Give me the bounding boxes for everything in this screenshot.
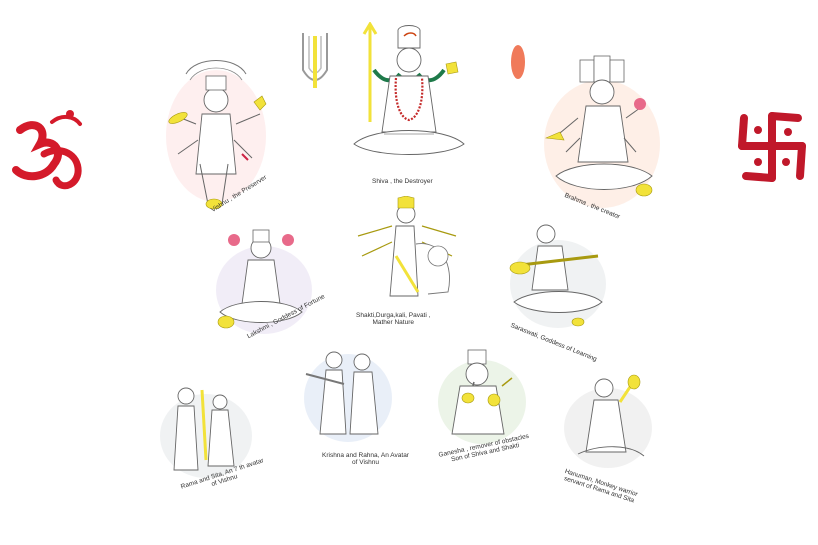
krishna-radha-caption: Krishna and Rahna, An Avatar of Vishnu	[322, 452, 409, 467]
shakti-caption: Shakti,Durga,kali, Pavati , Mather Natur…	[356, 312, 430, 327]
shiva-illustration	[334, 22, 484, 177]
shiva-caption: Shiva , the Destroyer	[372, 178, 433, 185]
om-symbol-icon	[6, 108, 90, 205]
shakti-caption-line2: Mather Nature	[372, 319, 414, 327]
vishnu-illustration	[156, 54, 286, 214]
brahma-illustration	[536, 52, 666, 217]
shakti-illustration	[352, 196, 462, 311]
lakshmi-illustration	[206, 218, 316, 338]
bindi-icon	[508, 42, 528, 87]
hanuman-caption: Hanuman, Monkey warrior servant of Rama …	[561, 468, 639, 506]
krishna-radha-caption-line1: Krishna and Rahna, An Avatar	[322, 452, 409, 459]
ganesha-illustration	[430, 346, 530, 446]
hanuman-illustration	[560, 372, 656, 472]
shakti-caption-line1: Shakti,Durga,kali, Pavati ,	[356, 312, 431, 319]
saraswati-illustration	[502, 210, 612, 330]
krishna-radha-caption-line2: of Vishnu	[352, 459, 379, 467]
swastika-symbol-icon	[736, 106, 808, 193]
krishna-radha-illustration	[300, 344, 396, 444]
tilak-icon	[298, 30, 332, 101]
rama-sita-illustration	[156, 380, 256, 480]
